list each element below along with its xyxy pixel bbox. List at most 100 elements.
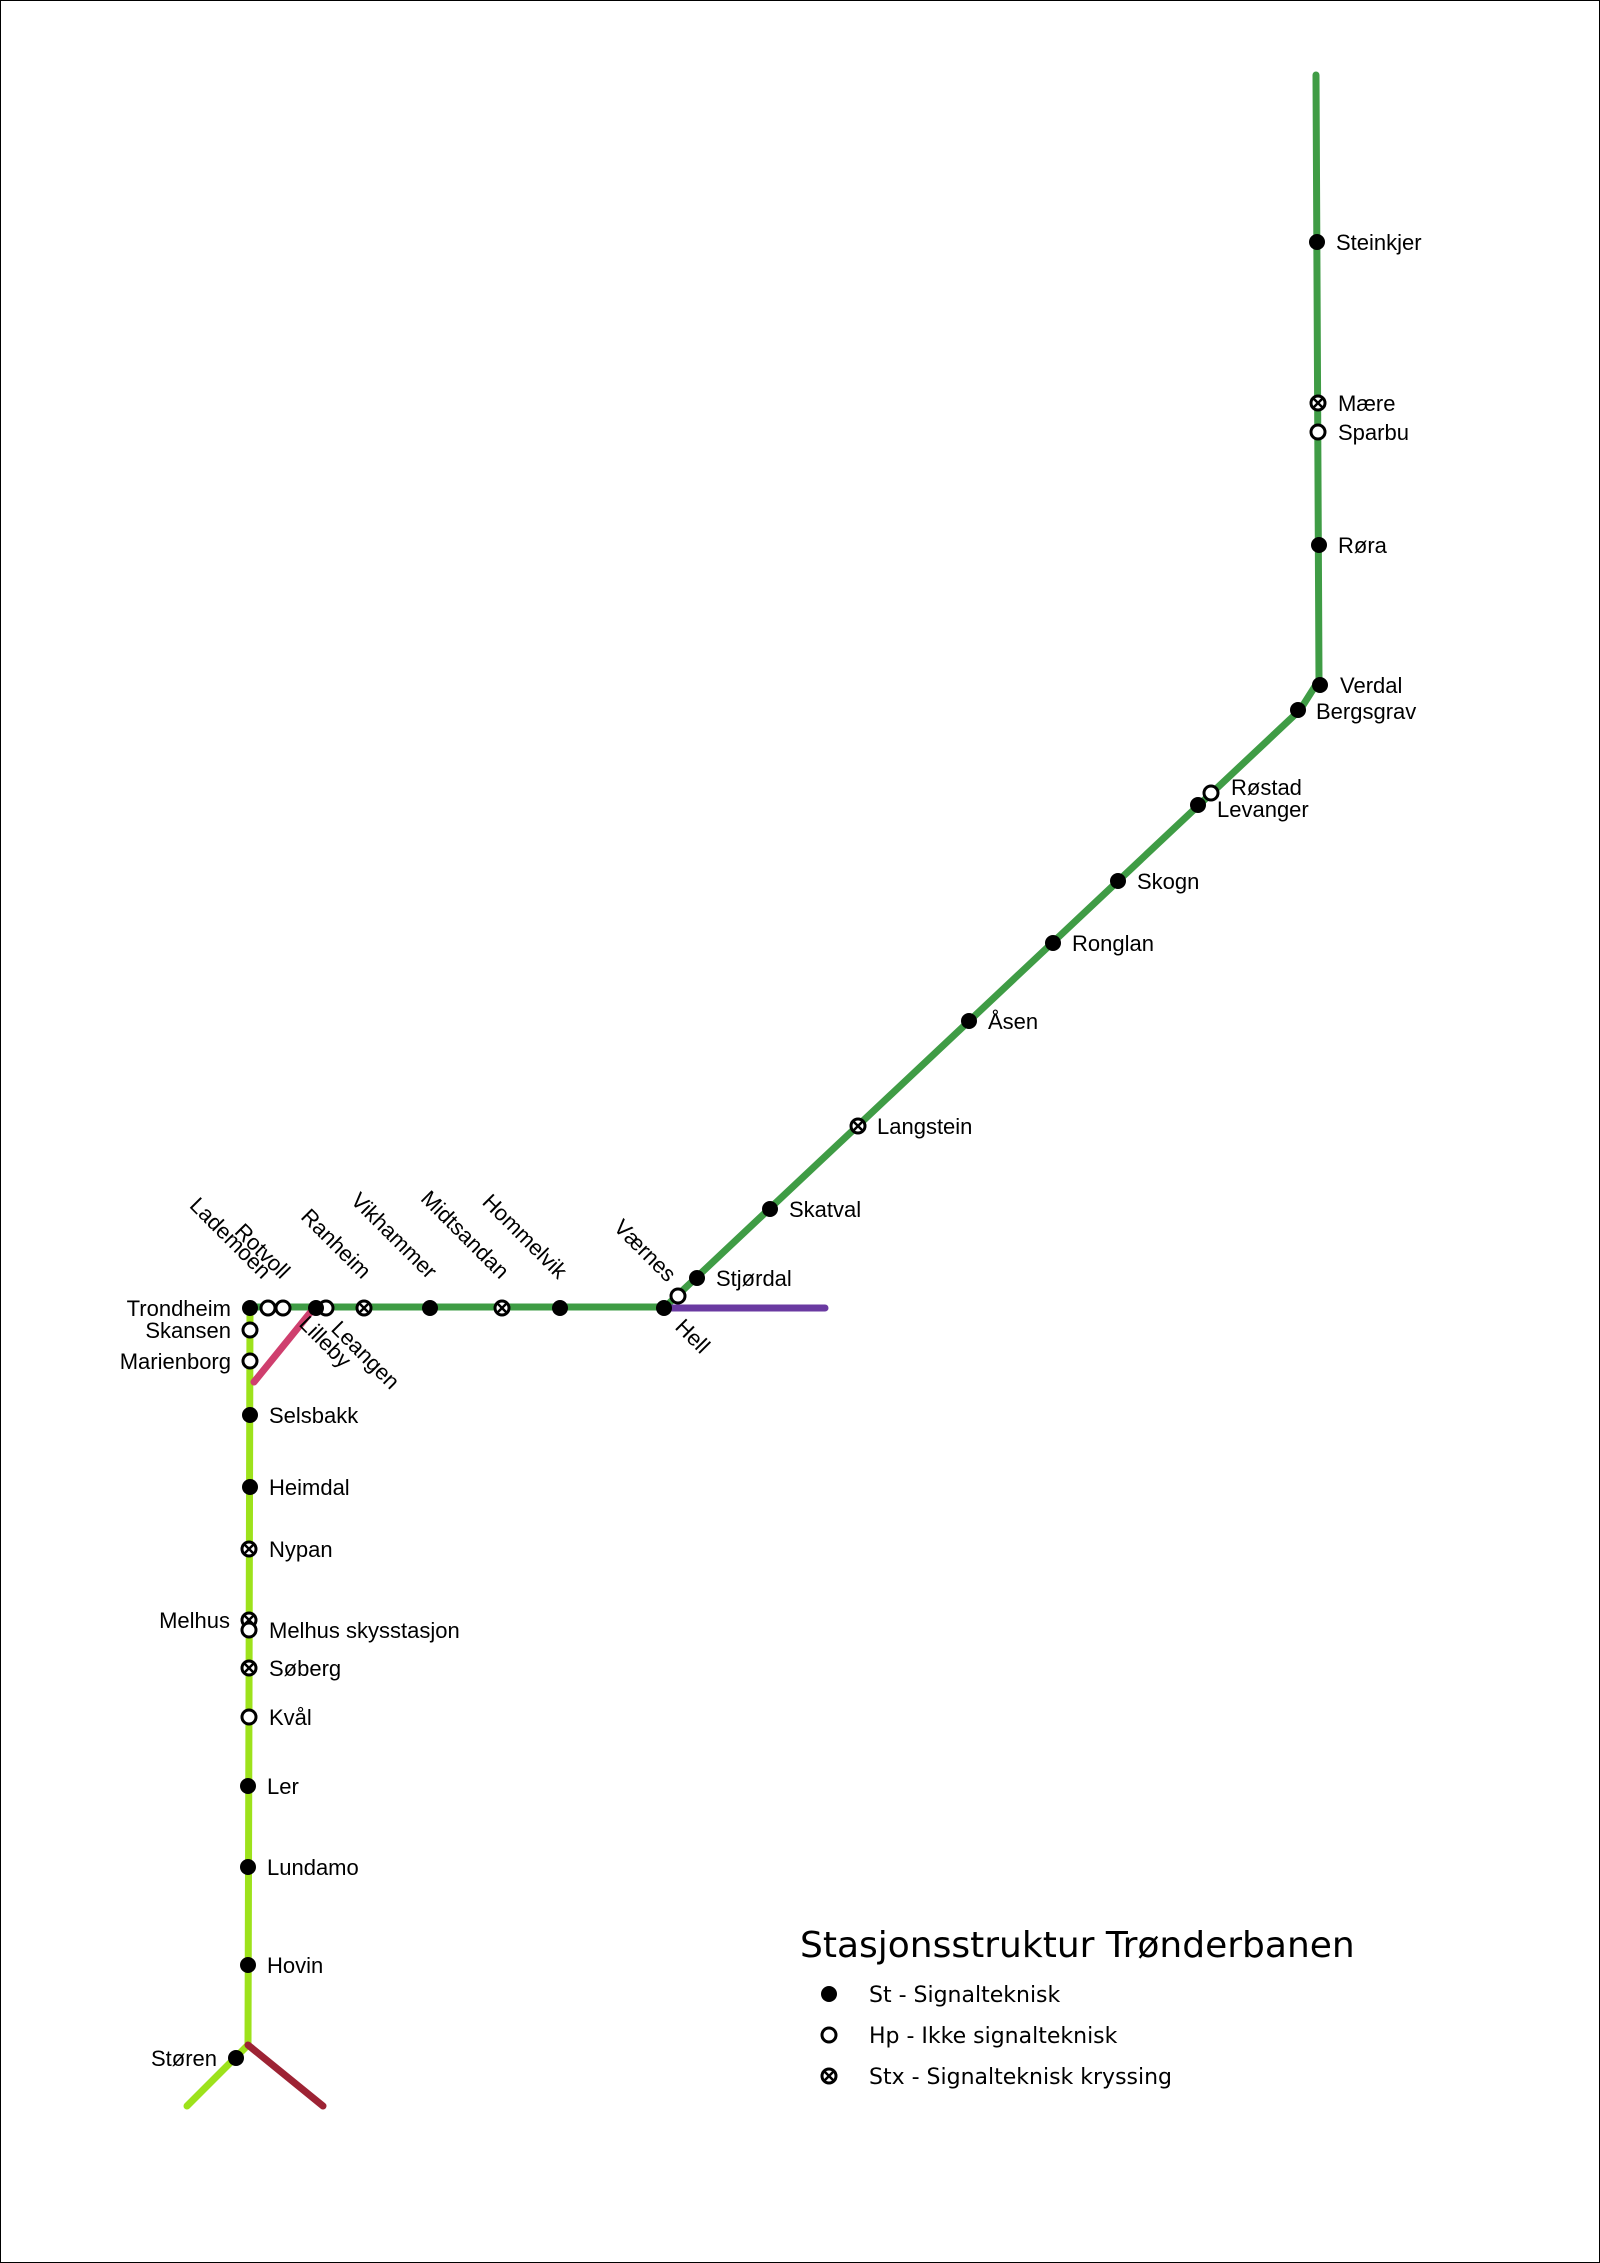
legend-st-symbol bbox=[821, 1986, 837, 2002]
station-lademoen bbox=[259, 1299, 277, 1317]
legend-st-label: St - Signalteknisk bbox=[869, 1983, 1061, 2008]
station-skatval bbox=[762, 1201, 778, 1217]
station-label-ler: Ler bbox=[267, 1774, 299, 1799]
station-midtsandan bbox=[493, 1299, 511, 1317]
station-bergsgrav bbox=[1290, 702, 1306, 718]
station-vaernes bbox=[669, 1287, 687, 1305]
nordlandsbanen-line bbox=[246, 71, 1323, 1311]
legend-item-stx: Stx - Signalteknisk kryssing bbox=[820, 2065, 1172, 2090]
station-stjordal bbox=[689, 1270, 705, 1286]
station-label-skogn: Skogn bbox=[1137, 869, 1199, 894]
station-skansen bbox=[241, 1321, 259, 1339]
station-levanger bbox=[1190, 797, 1206, 813]
station-label-maere: Mære bbox=[1338, 391, 1395, 416]
station-dot-skogn bbox=[1110, 873, 1126, 889]
station-dot-lundamo bbox=[240, 1859, 256, 1875]
station-dot-selsbakk bbox=[242, 1407, 258, 1423]
station-dot-verdal bbox=[1312, 677, 1328, 693]
station-cross-b-langstein bbox=[852, 1120, 864, 1132]
station-label-sparbu: Sparbu bbox=[1338, 420, 1409, 445]
station-steinkjer bbox=[1309, 234, 1325, 250]
legend-stx-label: Stx - Signalteknisk kryssing bbox=[869, 2065, 1172, 2090]
station-label-storen: Støren bbox=[151, 2046, 217, 2071]
station-hell bbox=[656, 1300, 672, 1316]
station-ring-rotvoll bbox=[274, 1299, 292, 1317]
station-label-bergsgrav: Bergsgrav bbox=[1316, 699, 1416, 724]
station-dot-rora bbox=[1311, 537, 1327, 553]
station-verdal bbox=[1312, 677, 1328, 693]
station-heimdal bbox=[242, 1479, 258, 1495]
station-hommelvik bbox=[552, 1300, 568, 1316]
station-label-vaernes: Værnes bbox=[609, 1214, 681, 1286]
station-label-melhus: Melhus bbox=[159, 1608, 230, 1633]
legend: Stasjonsstruktur Trønderbanen St - Signa… bbox=[800, 1925, 1355, 2090]
station-dot-heimdal bbox=[242, 1479, 258, 1495]
station-ring-sparbu bbox=[1309, 423, 1327, 441]
station-vikhammer bbox=[422, 1300, 438, 1316]
station-label-verdal: Verdal bbox=[1340, 673, 1402, 698]
legend-hp-label: Hp - Ikke signalteknisk bbox=[869, 2024, 1118, 2049]
legend-item-st: St - Signalteknisk bbox=[821, 1983, 1061, 2008]
station-dot-trondheim bbox=[242, 1300, 258, 1316]
station-label-skatval: Skatval bbox=[789, 1197, 861, 1222]
station-cross-b-maere bbox=[1312, 397, 1324, 409]
station-ring-melhus_skyss bbox=[240, 1621, 258, 1639]
station-cross-b-midtsandan bbox=[496, 1302, 508, 1314]
station-dot-skatval bbox=[762, 1201, 778, 1217]
station-maere bbox=[1309, 394, 1327, 412]
station-rostad bbox=[1202, 784, 1220, 802]
dovrebanen-line bbox=[244, 1303, 254, 2049]
station-dot-hell bbox=[656, 1300, 672, 1316]
station-lundamo bbox=[240, 1859, 256, 1875]
station-dot-hovin bbox=[240, 1957, 256, 1973]
station-label-asen: Åsen bbox=[988, 1009, 1038, 1034]
station-label-stjordal: Stjørdal bbox=[716, 1266, 792, 1291]
station-storen bbox=[228, 2050, 244, 2066]
station-rora bbox=[1311, 537, 1327, 553]
station-label-hovin: Hovin bbox=[267, 1953, 323, 1978]
station-label-marienborg: Marienborg bbox=[120, 1349, 231, 1374]
station-ranheim bbox=[355, 1299, 373, 1317]
station-ring-lademoen bbox=[259, 1299, 277, 1317]
station-ronglan bbox=[1045, 935, 1061, 951]
station-dot-levanger bbox=[1190, 797, 1206, 813]
stavne-leangen-line bbox=[250, 1304, 318, 1386]
station-dot-storen bbox=[228, 2050, 244, 2066]
station-label-levanger: Levanger bbox=[1217, 797, 1309, 822]
legend-item-hp: Hp - Ikke signalteknisk bbox=[820, 2024, 1118, 2049]
stations-layer bbox=[228, 234, 1328, 2066]
station-label-heimdal: Heimdal bbox=[269, 1475, 350, 1500]
station-label-steinkjer: Steinkjer bbox=[1336, 230, 1422, 255]
station-label-skansen: Skansen bbox=[145, 1318, 231, 1343]
station-dot-hommelvik bbox=[552, 1300, 568, 1316]
station-labels: SteinkjerMæreSparbuRøraVerdalBergsgravRø… bbox=[120, 230, 1422, 2071]
station-skogn bbox=[1110, 873, 1126, 889]
station-asen bbox=[961, 1013, 977, 1029]
station-sparbu bbox=[1309, 423, 1327, 441]
station-ler bbox=[240, 1778, 256, 1794]
station-kval bbox=[240, 1708, 258, 1726]
legend-hp-symbol bbox=[820, 2026, 838, 2044]
station-nypan bbox=[240, 1540, 258, 1558]
station-rotvoll bbox=[274, 1299, 292, 1317]
station-soberg bbox=[240, 1659, 258, 1677]
rorosbanen-line bbox=[244, 2041, 327, 2110]
station-hovin bbox=[240, 1957, 256, 1973]
station-label-ronglan: Ronglan bbox=[1072, 931, 1154, 956]
station-trondheim bbox=[242, 1300, 258, 1316]
station-label-nypan: Nypan bbox=[269, 1537, 333, 1562]
station-cross-b-nypan bbox=[243, 1543, 255, 1555]
station-marienborg bbox=[241, 1352, 259, 1370]
station-label-selsbakk: Selsbakk bbox=[269, 1403, 359, 1428]
station-label-langstein: Langstein bbox=[877, 1114, 972, 1139]
railway-lines bbox=[183, 71, 1323, 2110]
station-dot-vikhammer bbox=[422, 1300, 438, 1316]
station-ring-marienborg bbox=[241, 1352, 259, 1370]
station-dot-ler bbox=[240, 1778, 256, 1794]
station-langstein bbox=[849, 1117, 867, 1135]
legend-title: Stasjonsstruktur Trønderbanen bbox=[800, 1925, 1355, 1966]
station-label-rostad: Røstad bbox=[1231, 775, 1302, 800]
station-selsbakk bbox=[242, 1407, 258, 1423]
